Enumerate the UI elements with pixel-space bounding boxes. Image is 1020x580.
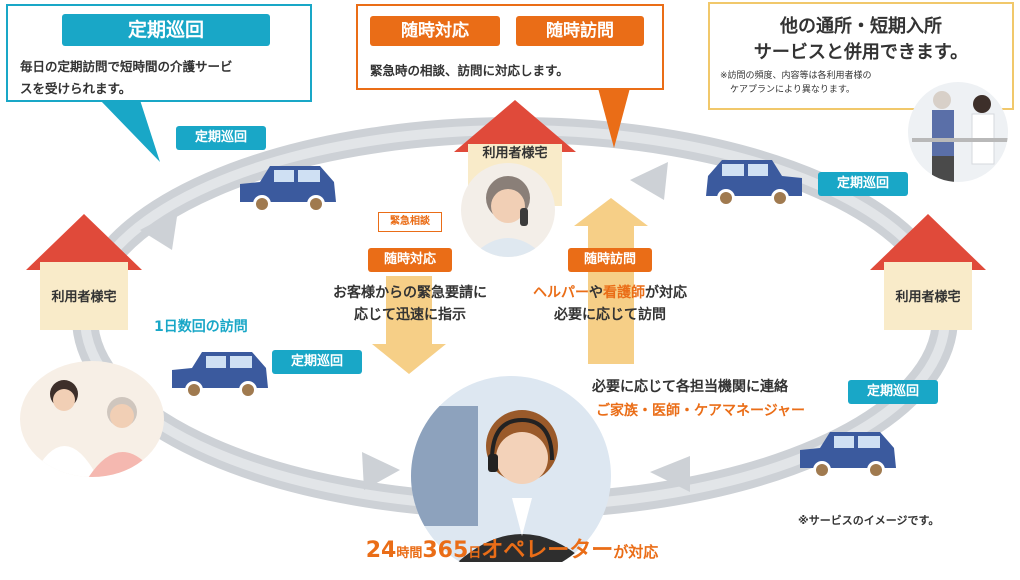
footnote: ※サービスのイメージです。 xyxy=(798,514,940,527)
emergency-tag: 随時対応 xyxy=(368,248,452,272)
operator-24: 24 xyxy=(365,538,397,563)
route-tag-top-right: 定期巡回 xyxy=(818,172,908,196)
route-tag-mid-left: 定期巡回 xyxy=(272,350,362,374)
callout-center-tag-1: 随時対応 xyxy=(370,16,500,46)
operator-headline: 24時間365日オペレーターが対応 xyxy=(320,532,704,564)
ring-arrow-top-left xyxy=(140,210,178,250)
contact-line-2: ご家族・医師・ケアマネージャー xyxy=(596,403,806,419)
callout-center-pointer xyxy=(598,88,630,148)
operator-365: 365 xyxy=(422,538,469,563)
car-top-left-icon xyxy=(240,166,336,213)
visit-tag: 随時訪問 xyxy=(568,248,652,272)
up-arrow xyxy=(574,198,648,364)
callout-left-text-1: 毎日の定期訪問で短時間の介護サービ xyxy=(20,59,233,74)
callout-left: 定期巡回 毎日の定期訪問で短時間の介護サービ スを受けられます。 xyxy=(6,4,312,102)
car-mid-left-icon xyxy=(172,352,268,399)
house-top-label: 利用者様宅 xyxy=(482,146,548,161)
callout-right-note-1: ※訪問の頻度、内容等は各利用者様の xyxy=(720,71,872,81)
ring-arrow-top-right xyxy=(630,162,668,200)
callout-left-tag: 定期巡回 xyxy=(62,14,270,46)
callout-right-title-1: 他の通所・短期入所 xyxy=(780,16,942,37)
route-tag-bottom-right: 定期巡回 xyxy=(848,380,938,404)
photo-rehab xyxy=(908,82,1008,182)
callout-left-text-2: スを受けられます。 xyxy=(20,81,132,96)
contact-line-1: 必要に応じて各担当機関に連絡 xyxy=(592,379,788,395)
house-left xyxy=(26,214,142,330)
operator-nichi: 日 xyxy=(468,546,482,561)
car-top-right-icon xyxy=(706,160,802,207)
emergency-line-1: お客様からの緊急要請に xyxy=(333,285,487,301)
emergency-small-tag: 緊急相談 xyxy=(378,212,442,232)
house-right xyxy=(870,214,986,330)
callout-center-tag-2: 随時訪問 xyxy=(516,16,644,46)
emergency-line-2: 応じて迅速に指示 xyxy=(354,307,466,323)
house-left-label: 利用者様宅 xyxy=(51,290,117,305)
car-bottom-right-icon xyxy=(800,432,896,479)
route-tag-top-left: 定期巡回 xyxy=(176,126,266,150)
operator-operator: オペレーター xyxy=(481,538,614,563)
down-arrow xyxy=(372,276,446,374)
callout-left-pointer xyxy=(100,100,160,162)
callout-center-text: 緊急時の相談、訪問に対応します。 xyxy=(370,63,569,78)
ring-arrow-bottom-left xyxy=(362,452,400,490)
photo-caregiver xyxy=(20,361,164,477)
callout-right-note-2: ケアプランにより異なります。 xyxy=(730,85,855,95)
visits-label: 1日数回の訪問 xyxy=(154,319,248,335)
visit-taiou: が対応 xyxy=(645,285,687,301)
visit-line-1: ヘルパーや看護師が対応 xyxy=(510,282,710,304)
callout-center: 随時対応 随時訪問 緊急時の相談、訪問に対応します。 xyxy=(356,4,664,90)
visit-ya: や xyxy=(589,285,603,301)
operator-jikan: 時間 xyxy=(396,546,423,561)
visit-nurse: 看護師 xyxy=(603,285,645,301)
visit-helper: ヘルパー xyxy=(533,285,589,301)
operator-taiou: が対応 xyxy=(613,543,659,561)
ring-arrow-bottom-right xyxy=(650,456,690,492)
house-right-label: 利用者様宅 xyxy=(895,290,961,305)
visit-line-2: 必要に応じて訪問 xyxy=(554,307,666,323)
photo-operator xyxy=(411,376,611,562)
callout-right-title-2: サービスと併用できます。 xyxy=(753,42,969,63)
photo-elder-phone xyxy=(461,163,555,257)
